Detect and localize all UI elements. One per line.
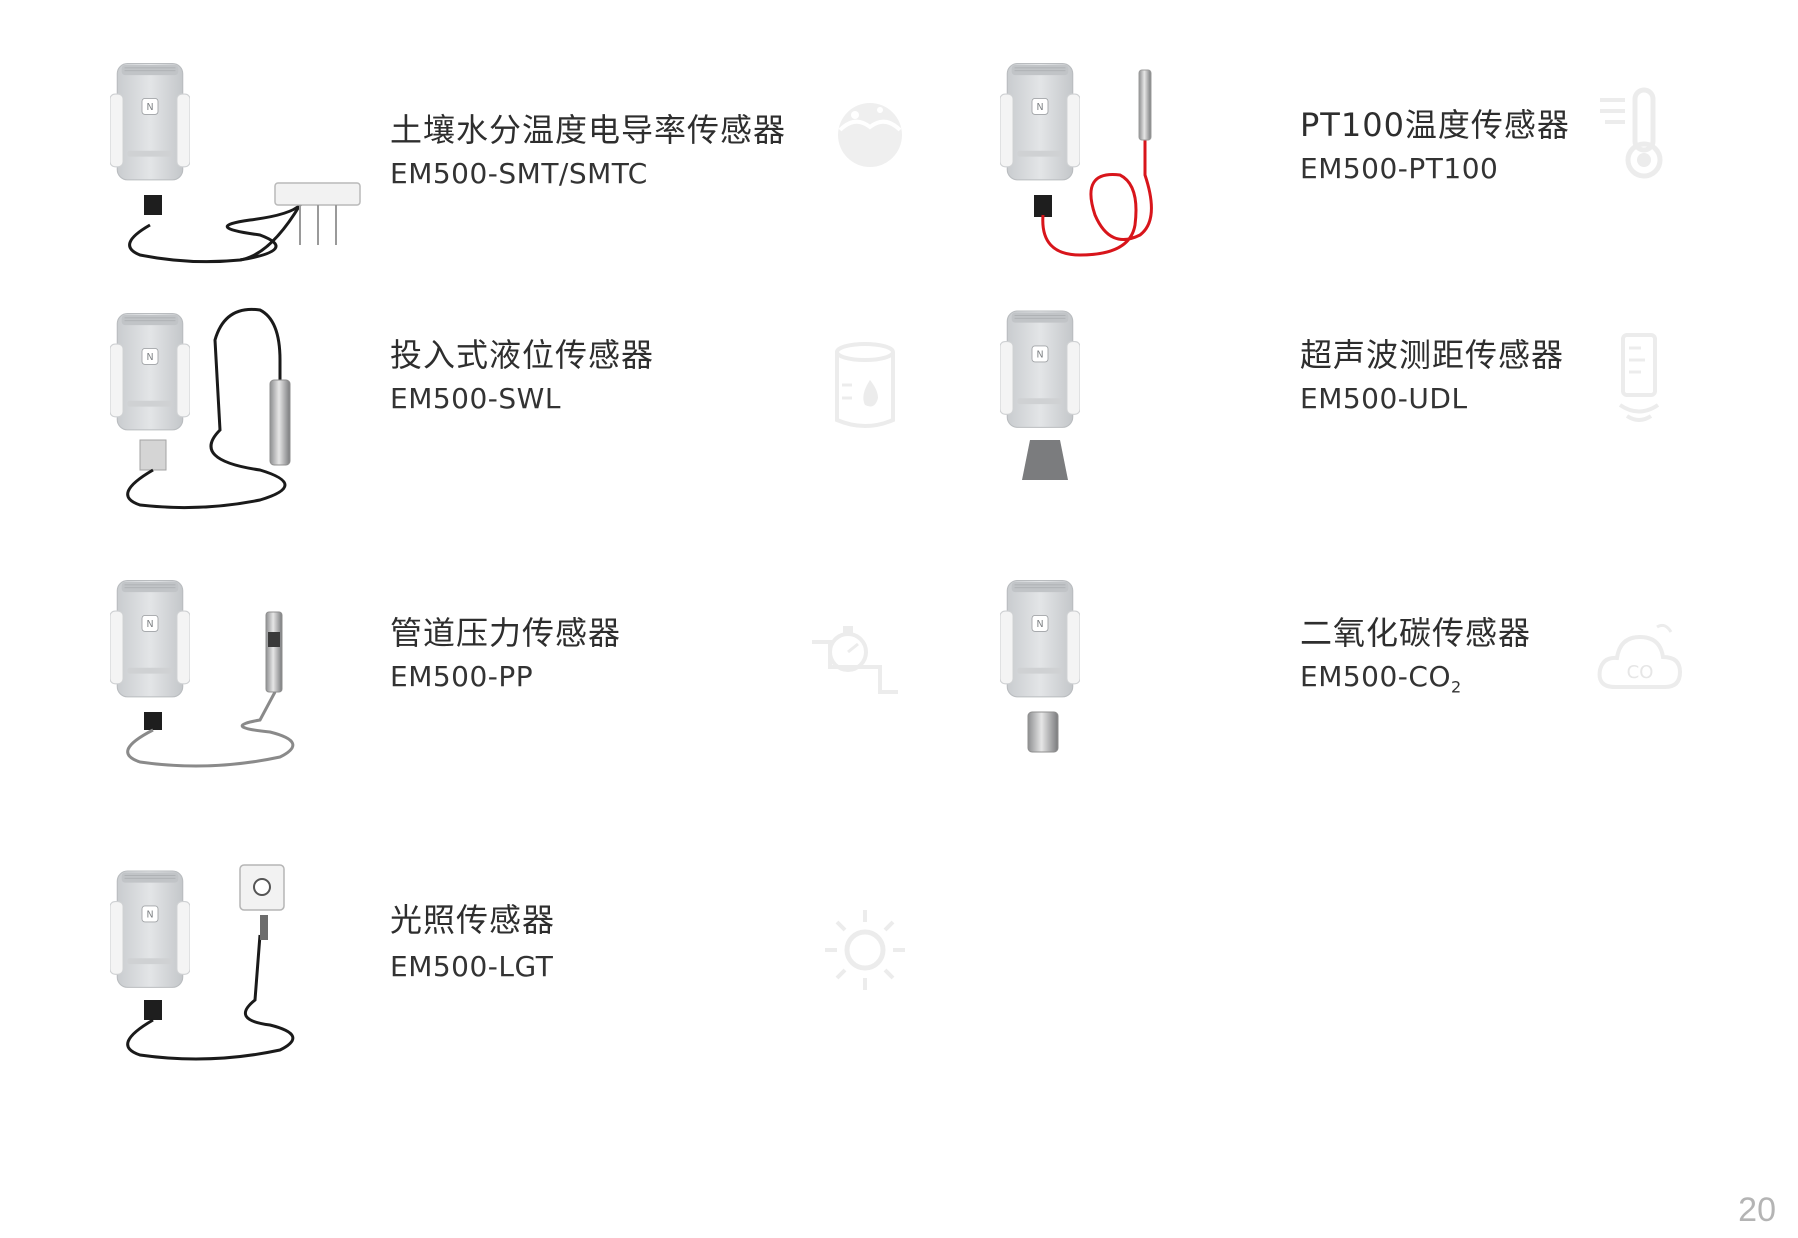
product-soil-sensor: 土壤水分温度电导率传感器 EM500-SMT/SMTC [110,55,990,295]
svg-text:CO: CO [1627,662,1654,683]
product-name: 超声波测距传感器 [1300,336,1565,374]
soil-sensor-device-image [110,62,361,264]
sun-icon [825,910,905,990]
pp-sensor-device-image [110,579,295,768]
product-model: EM500-PT100 [1300,152,1499,185]
swl-sensor-device-image [110,307,291,510]
co2-cloud-icon: CO [1597,623,1683,689]
product-swl-sensor: 投入式液位传感器 EM500-SWL [110,300,990,540]
product-name: PT100温度传感器 [1300,106,1570,144]
product-name: 投入式液位传感器 [390,336,655,374]
product-model: EM500-UDL [1300,382,1468,415]
lgt-sensor-device-image [110,864,295,1061]
product-pp-sensor: 管道压力传感器 EM500-PP [110,572,990,812]
product-name: 光照传感器 [390,901,556,939]
product-model: EM500-SMT/SMTC [390,157,648,190]
product-co2-sensor: 二氧化碳传感器 EM500-CO2 CO [1000,572,1798,812]
product-name: 管道压力传感器 [390,614,622,652]
product-name: 土壤水分温度电导率传感器 [390,111,787,149]
product-udl-sensor: 超声波测距传感器 EM500-UDL [1000,300,1798,540]
product-pt100-sensor: PT100温度传感器 EM500-PT100 [1000,55,1798,295]
product-name: 二氧化碳传感器 [1300,614,1532,652]
product-lgt-sensor: 光照传感器 EM500-LGT [110,860,990,1100]
product-model: EM500-LGT [390,950,554,983]
pipe-pressure-icon [812,626,898,694]
udl-sensor-device-image [1000,310,1080,480]
pt100-sensor-device-image [1000,62,1153,257]
page-number: 20 [1738,1191,1776,1229]
water-tank-icon [835,342,895,428]
product-model: EM500-SWL [390,382,561,415]
product-model: EM500-PP [390,660,534,693]
product-model: EM500-CO2 [1300,660,1462,697]
ultrasonic-distance-icon [1618,333,1660,422]
thermometer-icon [1600,87,1663,179]
co2-sensor-device-image [1000,579,1080,753]
soil-icon [838,103,902,167]
